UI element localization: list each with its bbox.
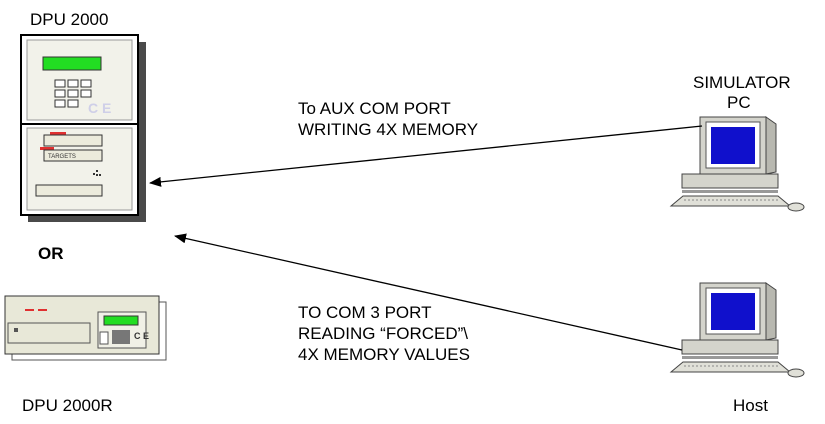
host-label: Host	[733, 396, 768, 415]
simulator-label-line2: PC	[727, 93, 751, 112]
simulator-screen	[711, 127, 755, 164]
dpu2000-target-panel	[43, 134, 103, 147]
dpu2000-led	[50, 132, 66, 135]
dpu2000r-logo: C E	[134, 331, 149, 341]
dpu2000-logo: C E	[88, 100, 111, 116]
com3-link-label-line1: TO COM 3 PORT	[298, 303, 432, 322]
host-keyboard	[669, 361, 792, 373]
or-separator: OR	[38, 244, 64, 263]
dpu2000r-led	[38, 309, 47, 311]
simulator-pc	[669, 116, 805, 212]
aux-link-label-line1: To AUX COM PORT	[298, 99, 451, 118]
dpu2000r-label: DPU 2000R	[22, 396, 113, 415]
simulator-label-line1: SIMULATOR	[693, 73, 791, 92]
dpu2000r-keypad	[112, 330, 130, 344]
com3-link-label-line3: 4X MEMORY VALUES	[298, 345, 470, 364]
host-screen	[711, 293, 755, 330]
host-mouse	[787, 368, 805, 378]
com3-link-label-line2: READING “FORCED”\	[298, 324, 468, 343]
dpu2000-display	[42, 56, 102, 71]
dpu2000r-unit	[4, 295, 167, 361]
aux-link-label-line2: WRITING 4X MEMORY	[298, 120, 479, 139]
dpu2000-led	[40, 147, 54, 150]
com3-arrow	[174, 233, 683, 351]
dpu2000-keypad	[54, 79, 92, 108]
dpu2000-dots	[93, 170, 101, 176]
dpu2000-targets-text: TARGETS	[48, 154, 76, 160]
dpu2000r-led	[25, 309, 34, 311]
simulator-mouse	[787, 202, 805, 212]
dpu2000r-display	[103, 315, 139, 326]
dpu2000-bottom-panel	[35, 184, 103, 197]
aux-com-arrow	[149, 125, 703, 187]
dpu2000-target-panel	[43, 149, 103, 162]
dpu2000-label: DPU 2000	[30, 10, 109, 29]
host-pc	[669, 282, 805, 378]
dpu2000-relay	[20, 34, 146, 222]
simulator-keyboard	[669, 195, 792, 207]
